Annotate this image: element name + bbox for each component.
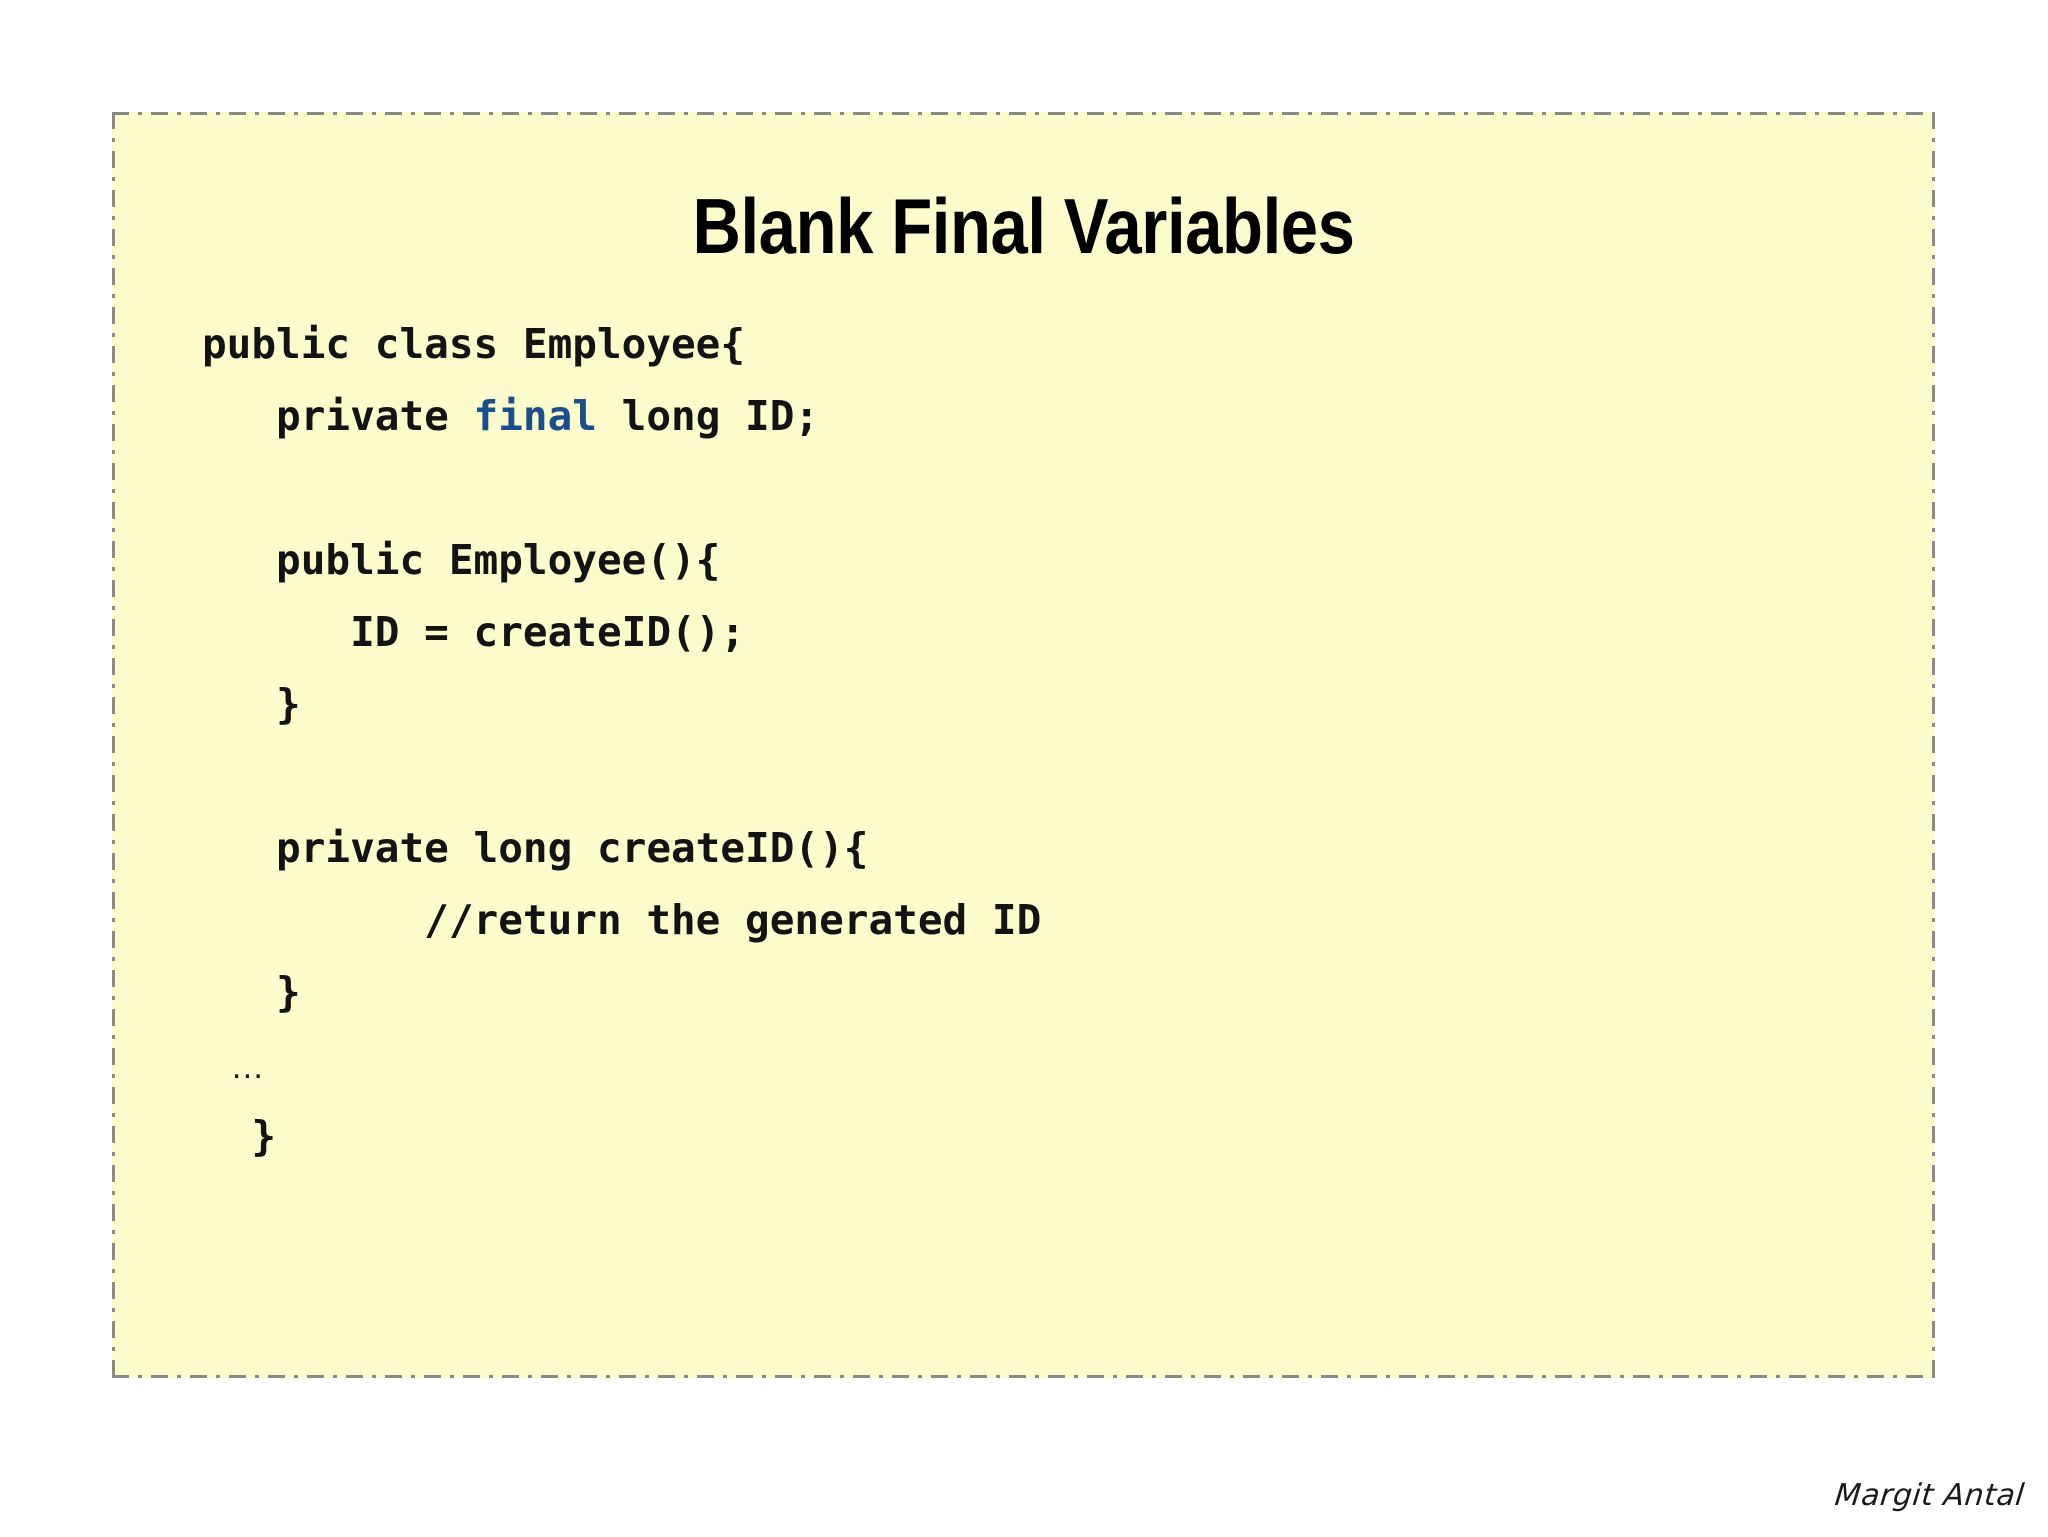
- page-title: Blank Final Variables: [692, 182, 1355, 271]
- code-text: public class Employee{: [202, 320, 746, 368]
- code-line: public class Employee{: [202, 308, 1041, 380]
- code-line: }: [202, 668, 1041, 740]
- code-line: }: [202, 1100, 1041, 1172]
- code-ellipsis: …: [202, 1048, 265, 1086]
- code-line: private final long ID;: [202, 380, 1041, 452]
- code-text: ID = createID();: [202, 608, 746, 656]
- code-text: //return the generated ID: [202, 896, 1042, 944]
- code-line: ID = createID();: [202, 596, 1041, 668]
- code-text: long ID;: [596, 392, 820, 440]
- code-keyword-final: final: [473, 392, 597, 440]
- author-signature: Margit Antal: [1832, 1478, 2026, 1513]
- code-line: [202, 452, 1041, 524]
- code-block: public class Employee{ private final lon…: [202, 308, 1041, 1172]
- code-text: public Employee(){: [202, 536, 721, 584]
- code-text: }: [202, 968, 301, 1016]
- code-line: public Employee(){: [202, 524, 1041, 596]
- code-text: }: [202, 1112, 277, 1160]
- code-line: }: [202, 956, 1041, 1028]
- code-line: [202, 740, 1041, 812]
- code-text: private: [202, 392, 474, 440]
- code-line: private long createID(){: [202, 812, 1041, 884]
- code-text: }: [202, 680, 301, 728]
- code-line: //return the generated ID: [202, 884, 1041, 956]
- code-text: private long createID(){: [202, 824, 869, 872]
- code-line: …: [202, 1028, 1041, 1100]
- slide-canvas: Blank Final Variables public class Emplo…: [112, 112, 1935, 1378]
